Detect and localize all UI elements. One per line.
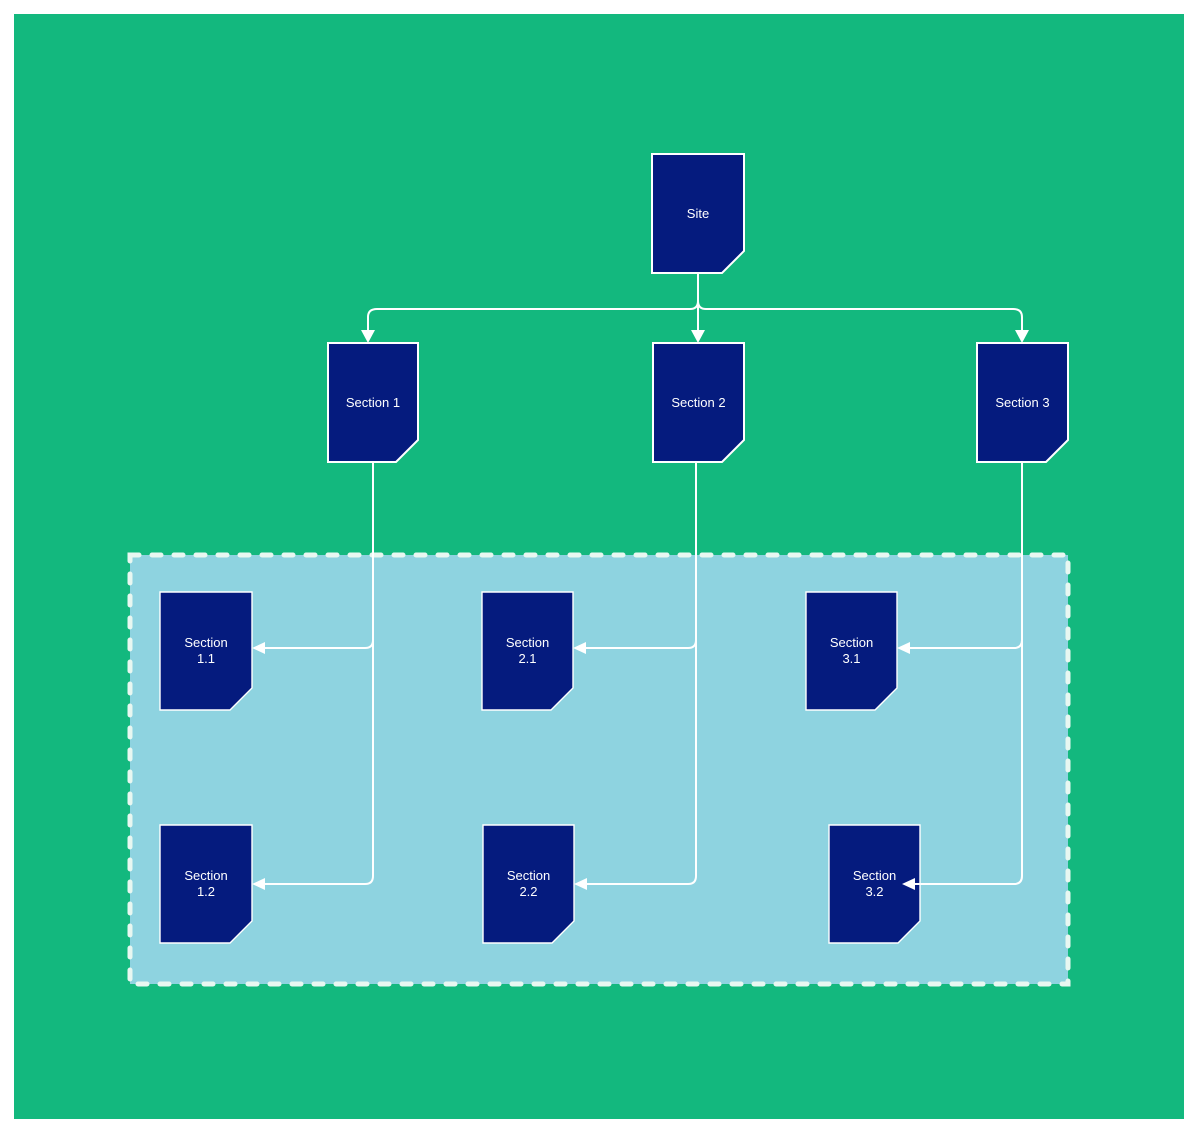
- connector-site-section3[interactable]: [697, 273, 1029, 343]
- connectors: [252, 273, 1029, 890]
- connector-section2-section22[interactable]: [574, 462, 697, 890]
- subsection-container[interactable]: [127, 552, 1071, 987]
- node-section-3[interactable]: [976, 342, 1069, 463]
- node-section-2[interactable]: [652, 342, 745, 463]
- node-section-1[interactable]: [327, 342, 419, 463]
- connector-section2-section22-arrowhead-left[interactable]: [574, 878, 587, 890]
- node-shapes: [159, 153, 1069, 944]
- connector-section2-section21-arrowhead-left[interactable]: [573, 642, 586, 654]
- node-site[interactable]: [651, 153, 745, 274]
- node-section-2-1[interactable]: [481, 591, 574, 711]
- connector-section1-section12-line[interactable]: [265, 462, 374, 885]
- connector-section1-section12[interactable]: [252, 462, 374, 890]
- connector-section1-section11-arrowhead-left[interactable]: [252, 642, 265, 654]
- connector-site-section3-arrowhead-down[interactable]: [1015, 330, 1029, 343]
- connector-section1-section12-arrowhead-left[interactable]: [252, 878, 265, 890]
- node-section-3-1[interactable]: [805, 591, 898, 711]
- connector-site-section1-arrowhead-down[interactable]: [361, 330, 375, 343]
- connector-section3-section32-line[interactable]: [915, 462, 1023, 885]
- connector-section3-section32-arrowhead-left[interactable]: [902, 878, 915, 890]
- connector-section3-section31-arrowhead-left[interactable]: [897, 642, 910, 654]
- connector-section2-section22-line[interactable]: [587, 462, 697, 885]
- connector-site-section3-line[interactable]: [697, 273, 1023, 331]
- node-section-1-1[interactable]: [159, 591, 253, 711]
- connector-site-section2-arrowhead-down[interactable]: [691, 330, 705, 343]
- node-section-2-2[interactable]: [482, 824, 575, 944]
- connector-section3-section32[interactable]: [902, 462, 1023, 890]
- node-section-3-2[interactable]: [828, 824, 921, 944]
- node-section-1-2[interactable]: [159, 824, 253, 944]
